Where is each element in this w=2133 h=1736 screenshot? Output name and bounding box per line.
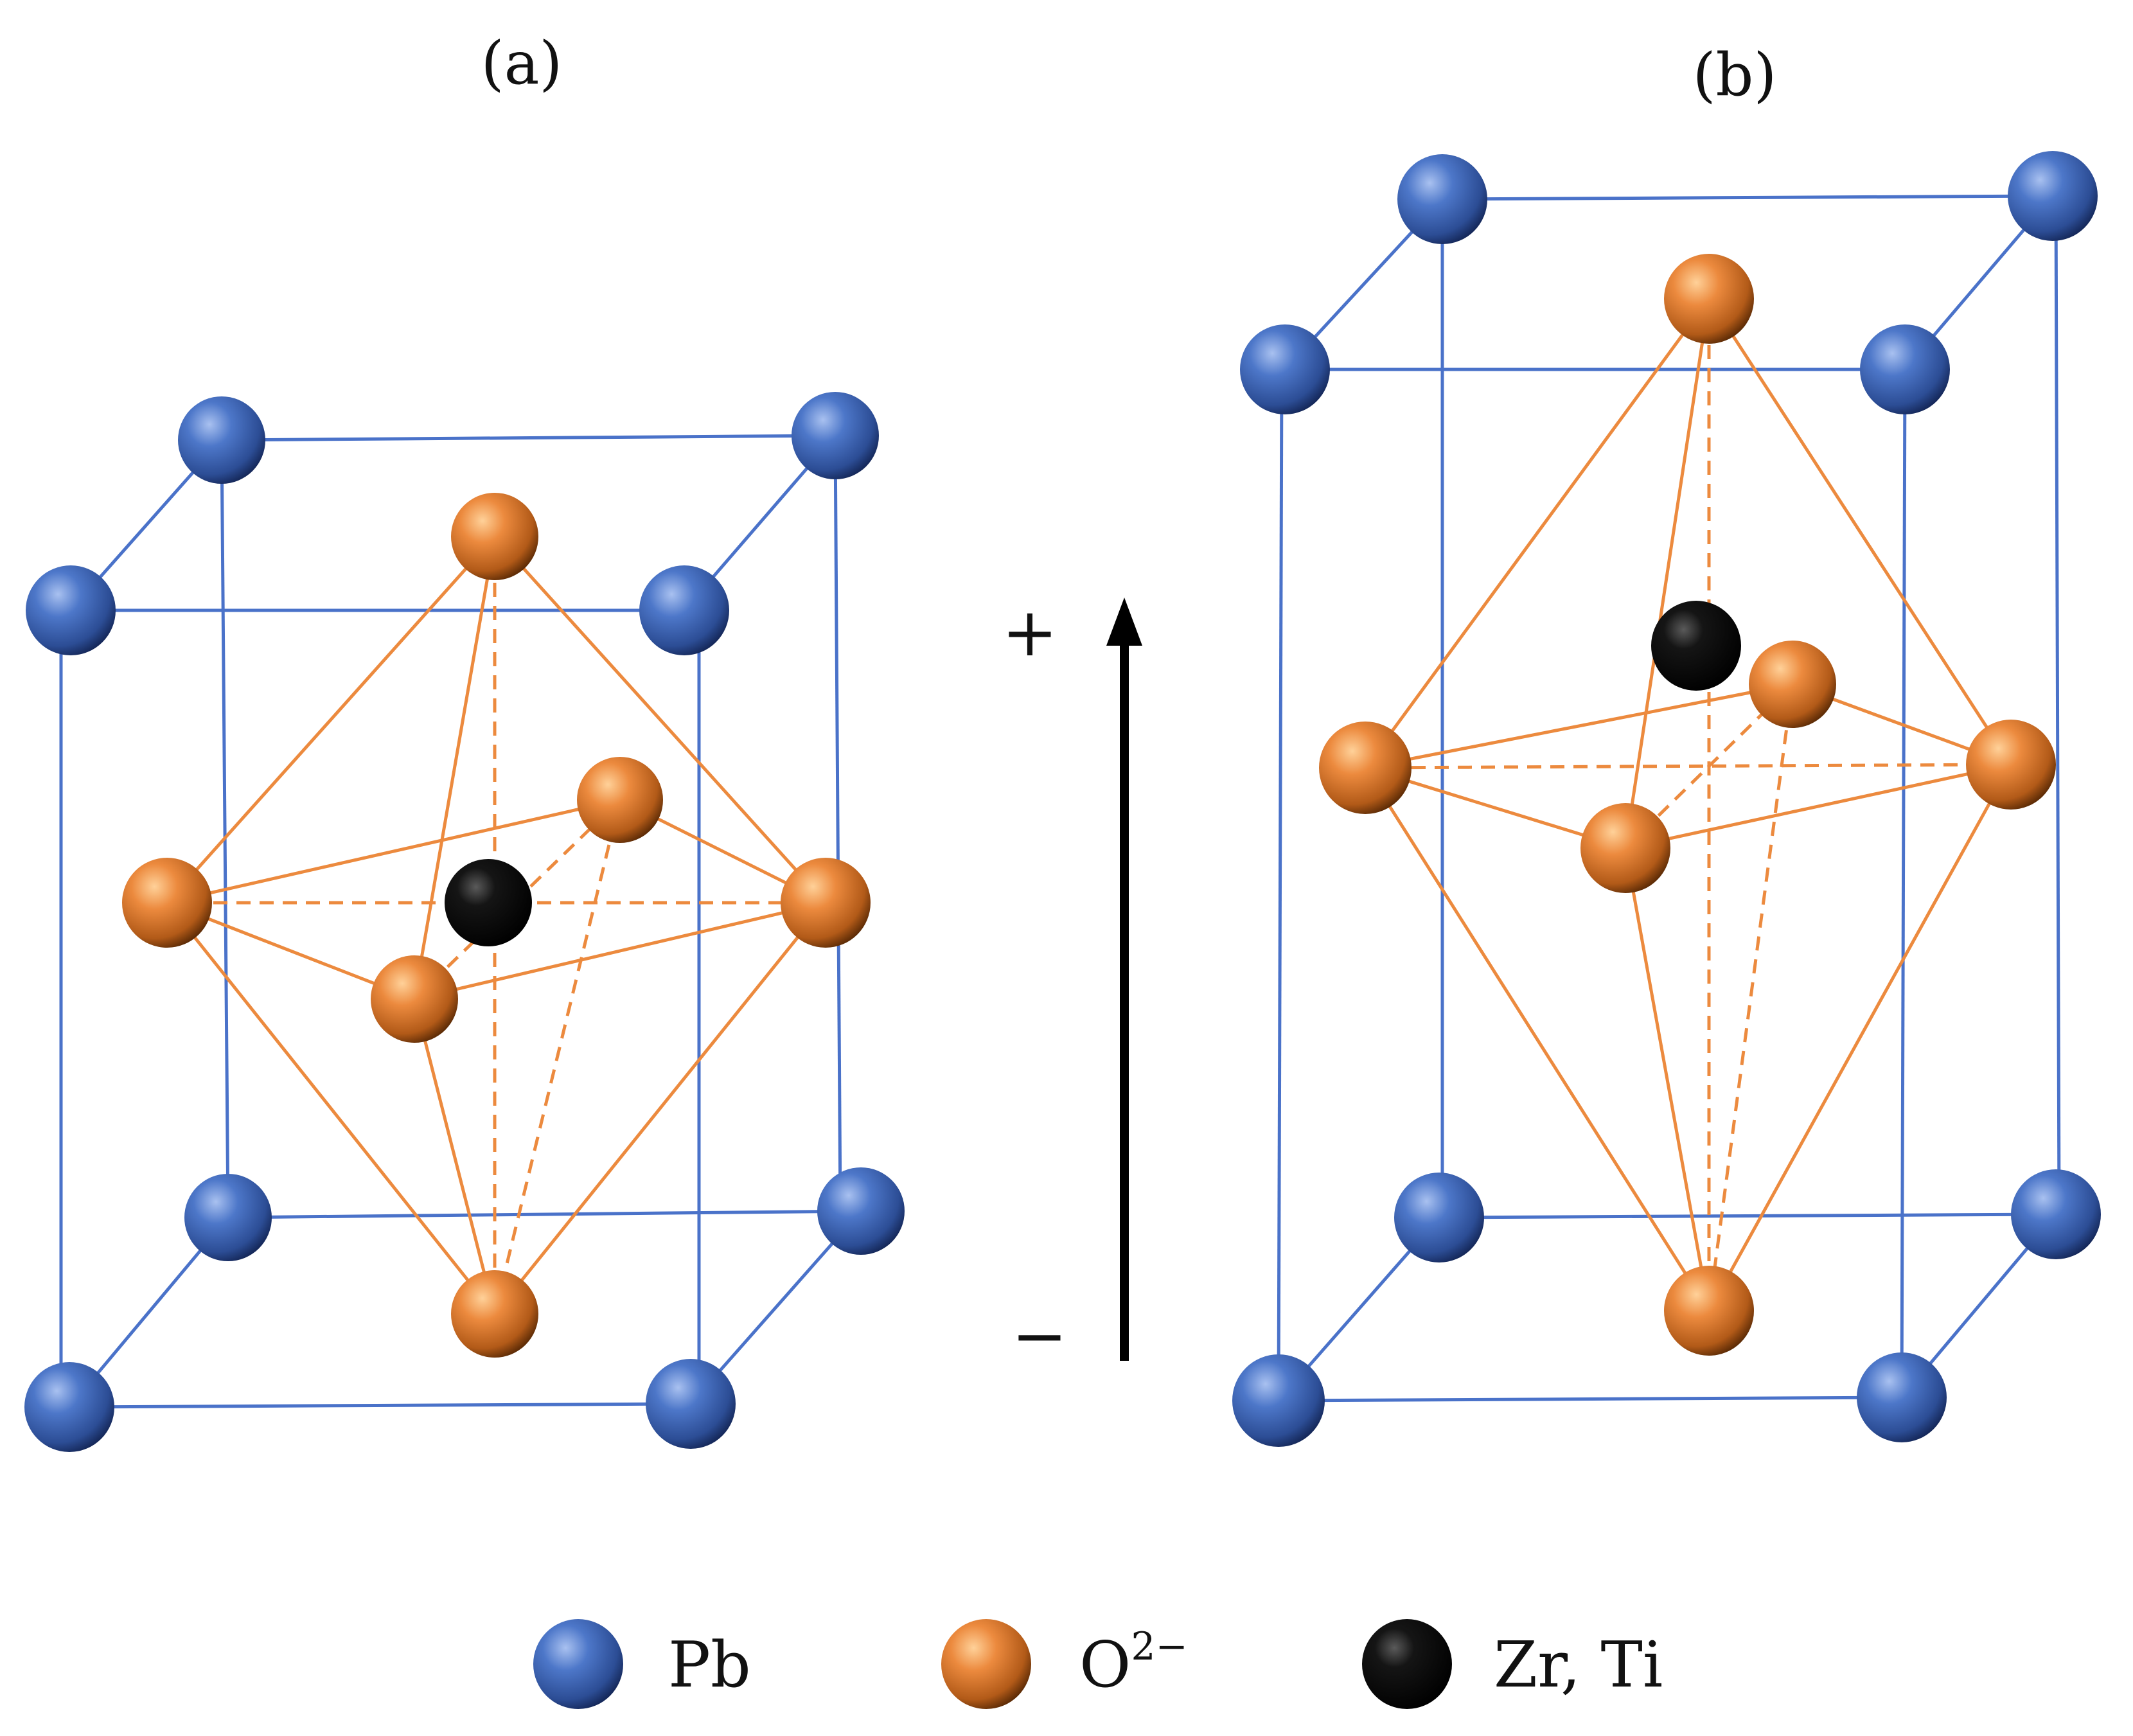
- o-atom: [1664, 254, 1754, 344]
- legend: Pb O2− Zr, Ti: [533, 1619, 1663, 1709]
- pb-atom: [1397, 154, 1487, 244]
- o-legend-swatch: [941, 1619, 1031, 1709]
- o-atom: [1749, 641, 1836, 728]
- minus-sign: −: [1011, 1297, 1067, 1375]
- legend-item-zr-ti: Zr, Ti: [1362, 1619, 1663, 1709]
- cell-edges-a: [59, 434, 862, 1409]
- plus-sign: +: [1002, 593, 1058, 671]
- pb-atom: [792, 392, 879, 479]
- pb-atom: [184, 1174, 272, 1261]
- legend-label-zr-ti: Zr, Ti: [1494, 1629, 1663, 1702]
- legend-o-text: O: [1079, 1629, 1131, 1702]
- pb-atom: [1394, 1173, 1484, 1262]
- o-atom: [371, 955, 458, 1043]
- o-atom: [577, 757, 663, 843]
- o-atom: [122, 858, 212, 948]
- zr-ti-legend-swatch: [1362, 1619, 1452, 1709]
- pb-atom: [2008, 151, 2098, 241]
- o-atom: [451, 493, 538, 580]
- pb-atom: [24, 1362, 114, 1452]
- pb-atom: [26, 565, 116, 655]
- unit-cell-a: [24, 392, 905, 1452]
- pb-atom: [178, 396, 265, 484]
- o-atom: [781, 858, 871, 948]
- o-atom: [1966, 720, 2056, 810]
- pb-atom: [1860, 324, 1950, 414]
- polarization-arrow: [1106, 598, 1142, 1361]
- pb-atom: [1857, 1352, 1947, 1442]
- pb-legend-swatch: [533, 1619, 623, 1709]
- pb-atom: [639, 565, 729, 655]
- zr-ti-atom: [445, 859, 532, 946]
- legend-o-superscript: 2−: [1131, 1624, 1187, 1669]
- o-atom: [1580, 803, 1670, 893]
- o-atom: [451, 1270, 538, 1358]
- legend-label-o: O2−: [1079, 1624, 1188, 1702]
- unit-cell-b: [1232, 151, 2101, 1447]
- o-atom: [1319, 722, 1412, 814]
- legend-item-pb: Pb: [533, 1619, 751, 1709]
- pb-atom: [1232, 1354, 1325, 1447]
- o-atom: [1664, 1266, 1754, 1356]
- zr-ti-atom: [1651, 601, 1741, 691]
- pb-atom: [1240, 324, 1330, 414]
- octahedron-b: [1363, 297, 2013, 1312]
- pb-atom: [817, 1167, 905, 1255]
- panel-label-b: (b): [1693, 40, 1777, 109]
- legend-item-o: O2−: [941, 1619, 1188, 1709]
- pb-atom: [646, 1359, 736, 1449]
- panel-label-a: (a): [481, 29, 563, 98]
- pb-atom: [2011, 1169, 2101, 1259]
- legend-label-pb: Pb: [668, 1629, 751, 1702]
